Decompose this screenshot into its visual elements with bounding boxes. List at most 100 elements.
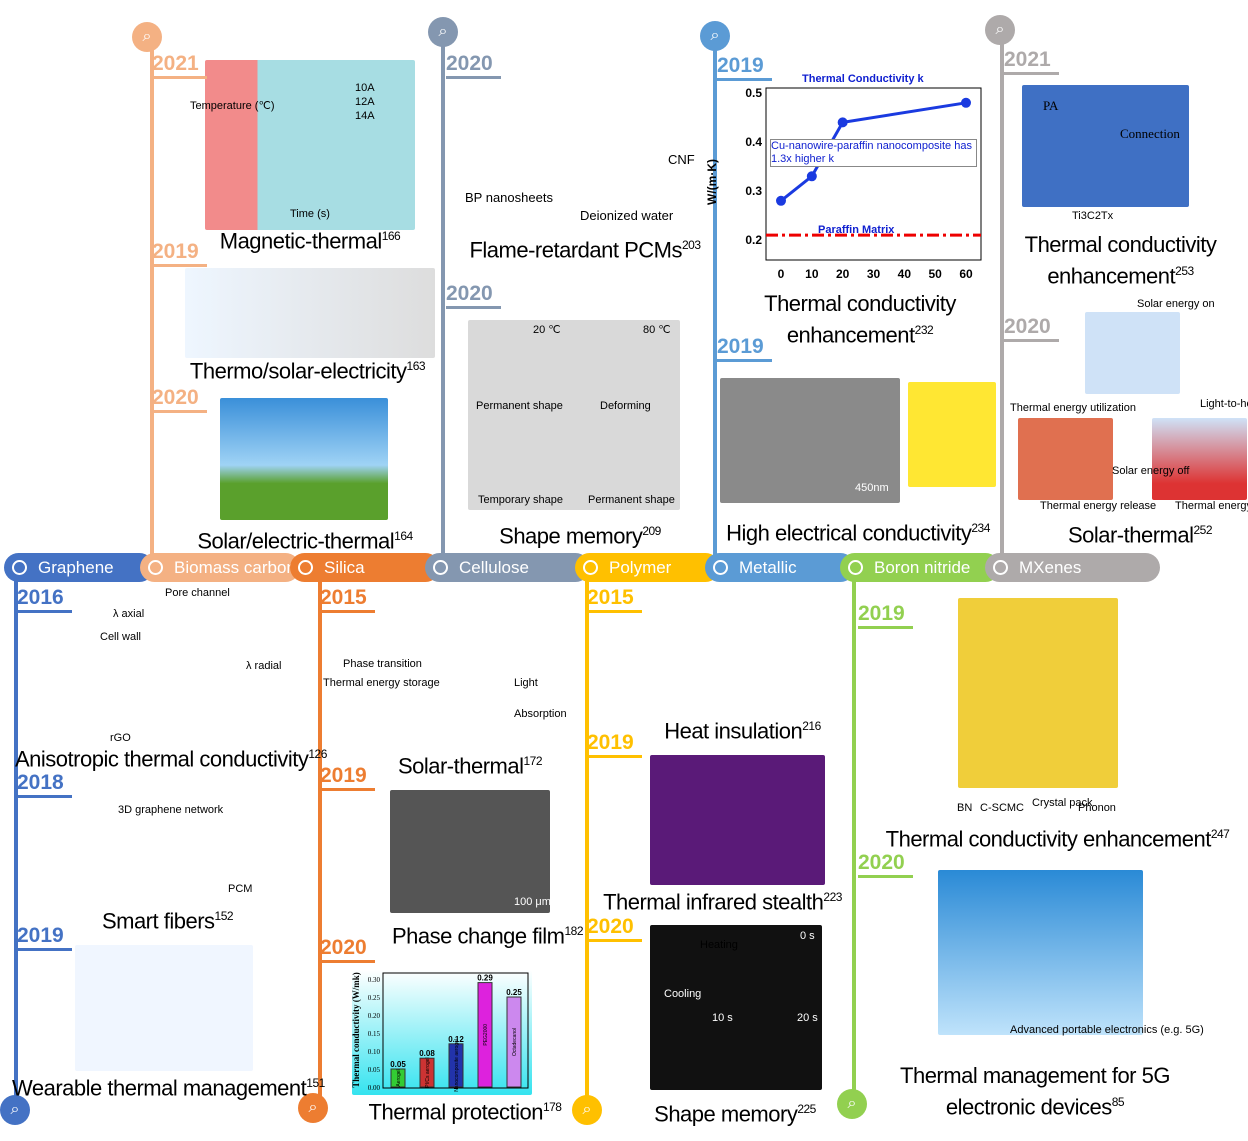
category-tab-silica[interactable]: Silica <box>290 553 440 582</box>
caption: Magnetic-thermal166 <box>195 223 425 254</box>
circle-icon <box>848 560 863 575</box>
caption: Solar-thermal172 <box>385 748 555 779</box>
annotation-label: CNF <box>668 152 695 167</box>
category-tab-biomass-carbon[interactable]: Biomass carbon <box>140 553 300 582</box>
annotation-label: Light <box>514 677 538 689</box>
caption-text: Magnetic-thermal <box>219 228 382 254</box>
annotation-label: Thermal Conductivity k <box>802 73 924 85</box>
caption-text: Thermal management for 5G electronic dev… <box>900 1063 1170 1120</box>
caption: Thermal management for 5G electronic dev… <box>900 1062 1170 1120</box>
caption-reference: 232 <box>914 323 934 337</box>
circle-icon <box>993 560 1008 575</box>
caption-reference: 182 <box>564 924 584 938</box>
figure-image <box>730 90 985 290</box>
annotation-label: 20 s <box>797 1012 818 1024</box>
figure-image <box>88 592 290 740</box>
caption: Thermal conductivity enhancement247 <box>870 821 1245 852</box>
caption-reference: 152 <box>214 909 234 923</box>
category-tab-mxenes[interactable]: MXenes <box>985 553 1160 582</box>
annotation-label: W/(m·K) <box>705 159 719 205</box>
category-tab-cellulose[interactable]: Cellulose <box>425 553 590 582</box>
circle-icon <box>148 560 163 575</box>
caption: Flame-retardant PCMs203 <box>455 232 715 263</box>
caption-reference: 253 <box>1175 264 1194 278</box>
caption-text: Thermal conductivity enhancement <box>885 826 1212 852</box>
annotation-label: BP nanosheets <box>465 190 553 205</box>
annotation-label: Heating <box>700 939 738 951</box>
year-label: 2018 <box>17 771 72 798</box>
annotation-label: rGO <box>110 732 131 744</box>
caption-text: Thermal conductivity enhancement <box>764 291 956 348</box>
annotation-label: C-SCMC <box>980 802 1024 814</box>
caption: Phase change film182 <box>380 918 595 949</box>
timeline-line <box>713 40 717 555</box>
circle-icon <box>583 560 598 575</box>
magnifier-icon: ⌕ <box>572 1095 602 1125</box>
magnifier-icon: ⌕ <box>298 1093 328 1123</box>
caption: Shape memory225 <box>640 1096 830 1127</box>
caption-text: Shape memory <box>499 523 643 549</box>
caption-reference: 163 <box>406 359 426 373</box>
caption-reference: 151 <box>306 1076 325 1090</box>
annotation-label: 10A <box>355 82 375 94</box>
category-label: Graphene <box>38 558 114 577</box>
annotation-label: Ti3C2Tx <box>1072 210 1114 222</box>
year-label: 2019 <box>320 764 375 791</box>
category-tab-polymer[interactable]: Polymer <box>575 553 720 582</box>
figure-image <box>220 398 388 520</box>
caption-reference: 203 <box>681 238 701 252</box>
year-label: 2020 <box>446 52 501 79</box>
year-label: 2019 <box>717 54 772 81</box>
annotation-label: Cell wall <box>100 631 141 643</box>
figure-image <box>595 612 845 712</box>
category-tab-boron-nitride[interactable]: Boron nitride <box>840 553 1000 582</box>
circle-icon <box>12 560 27 575</box>
circle-icon <box>433 560 448 575</box>
caption-reference: 216 <box>802 719 821 733</box>
circle-icon <box>298 560 313 575</box>
year-label: 2020 <box>446 282 501 309</box>
caption: Anisotropic thermal conductivity126 <box>15 741 327 772</box>
figure-image <box>205 60 415 230</box>
annotation-label: λ axial <box>113 608 145 620</box>
year-label: 2020 <box>587 915 642 942</box>
annotation-label: Pore channel <box>165 587 230 599</box>
circle-icon <box>713 560 728 575</box>
timeline-line <box>585 580 589 1110</box>
caption-text: Solar-thermal <box>397 753 524 779</box>
caption: Thermo/solar-electricity163 <box>170 353 445 384</box>
caption-reference: 223 <box>823 890 842 904</box>
annotation-label: Cooling <box>664 988 702 1000</box>
annotation-label: 3D graphene network <box>118 804 224 816</box>
caption-reference: 178 <box>542 1100 562 1114</box>
caption-text: Solar-thermal <box>1067 522 1194 548</box>
year-label: 2019 <box>858 602 913 629</box>
figure-image <box>650 925 822 1090</box>
caption-text: Heat insulation <box>664 718 803 744</box>
caption-text: Thermo/solar-electricity <box>189 358 407 384</box>
figure-image <box>1152 418 1247 500</box>
figure-image <box>322 618 577 748</box>
figure-image <box>75 945 253 1071</box>
annotation-label: Absorption <box>514 708 567 720</box>
figure-image <box>958 598 1118 788</box>
caption: Smart fibers152 <box>90 903 245 934</box>
caption-reference: 164 <box>394 529 413 543</box>
magnifier-icon: ⌕ <box>132 22 162 52</box>
year-label: 2021 <box>1004 48 1059 75</box>
annotation-label: Light-to-heat conversion <box>1200 398 1248 410</box>
magnifier-icon: ⌕ <box>985 15 1015 45</box>
figure-image <box>352 970 532 1095</box>
category-tab-graphene[interactable]: Graphene <box>4 553 154 582</box>
figure-image <box>650 755 825 885</box>
figure-image <box>1022 85 1189 207</box>
category-label: Polymer <box>609 558 672 577</box>
annotation-label: 0 s <box>800 930 815 942</box>
category-label: Boron nitride <box>874 558 971 577</box>
annotation-label: Temporary shape <box>478 494 563 506</box>
category-tab-metallic[interactable]: Metallic <box>705 553 855 582</box>
caption-reference: 209 <box>642 524 661 538</box>
figure-image <box>720 378 900 503</box>
annotation-label: Cu-nanowire-paraffin nanocomposite has 1… <box>770 139 977 167</box>
